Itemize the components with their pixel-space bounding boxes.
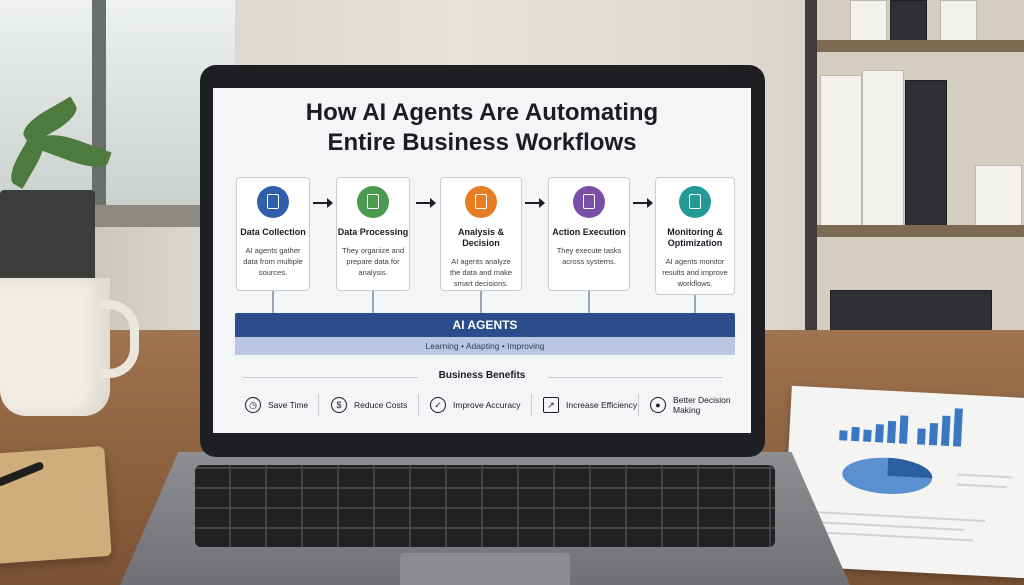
document-icon — [257, 186, 289, 218]
coffee-mug — [0, 278, 110, 416]
step-title: Monitoring & Optimization — [667, 227, 723, 248]
benefit-label: Reduce Costs — [354, 400, 408, 410]
connector-line — [480, 291, 482, 313]
binder — [905, 80, 947, 227]
benefit-label: Increase Efficiency — [566, 400, 638, 410]
trackpad — [400, 553, 570, 585]
connector-line — [694, 295, 696, 313]
step-monitoring-optimization: Monitoring & Optimization AI agents moni… — [655, 177, 735, 295]
step-title: Action Execution — [552, 227, 626, 237]
benefit-save-time: ◷ Save Time — [245, 394, 308, 416]
growth-icon: ↗ — [543, 397, 559, 413]
report-paper — [782, 385, 1024, 579]
shelf-board — [805, 225, 1024, 237]
divider-line — [243, 377, 418, 378]
clock-icon: ◷ — [245, 397, 261, 413]
plant-pot — [0, 190, 95, 285]
step-title: Data Collection — [240, 227, 306, 237]
benefit-separator — [531, 394, 532, 416]
ai-agents-band: AI AGENTS — [235, 313, 735, 337]
step-action-execution: Action Execution They execute tasks acro… — [548, 177, 630, 291]
flow-arrow — [525, 198, 545, 208]
bar-chart-icon — [465, 186, 497, 218]
step-data-collection: Data Collection AI agents gather data fr… — [236, 177, 310, 291]
window-frame — [92, 0, 106, 215]
mug-handle — [100, 300, 139, 378]
divider-line — [548, 377, 723, 378]
processing-icon — [357, 186, 389, 218]
benefit-reduce-costs: $ Reduce Costs — [331, 394, 407, 416]
connector-line — [588, 291, 590, 313]
dollar-icon: $ — [331, 397, 347, 413]
binder — [940, 0, 977, 42]
page-title: How AI Agents Are Automating Entire Busi… — [213, 98, 751, 158]
binder — [975, 165, 1022, 227]
flow-arrow — [416, 198, 436, 208]
benefit-better-decision-making: ● Better Decision Making — [650, 394, 735, 416]
paper-bar-chart — [839, 408, 963, 447]
benefit-separator — [318, 394, 319, 416]
title-line-2: Entire Business Workflows — [327, 129, 637, 156]
window — [0, 0, 235, 215]
binder — [862, 70, 904, 227]
paper-text-lines — [814, 473, 1013, 542]
step-analysis-decision: Analysis & Decision AI agents analyze th… — [440, 177, 522, 291]
check-icon: ✓ — [430, 397, 446, 413]
ai-agents-subtitle: Learning • Adapting • Improving — [235, 337, 735, 355]
person-icon: ● — [650, 397, 666, 413]
benefit-increase-efficiency: ↗ Increase Efficiency — [543, 394, 637, 416]
binder — [890, 0, 927, 42]
flow-arrow — [633, 198, 653, 208]
benefits-title: Business Benefits — [438, 370, 526, 381]
step-title: Data Processing — [337, 227, 409, 237]
step-description: AI agents gather data from multiple sour… — [243, 246, 303, 277]
storage-box — [830, 290, 992, 332]
shelf-board — [805, 40, 1024, 52]
line-chart-icon — [679, 186, 711, 218]
notebook — [0, 446, 112, 564]
report-charts — [814, 408, 1013, 542]
binder — [820, 75, 862, 227]
paper-pie-chart — [842, 457, 933, 494]
step-description: AI agents analyze the data and make smar… — [449, 257, 513, 288]
step-description: They organize and prepare data for analy… — [341, 246, 405, 277]
flow-arrow — [313, 198, 333, 208]
shelf-post — [805, 0, 817, 330]
step-title: Analysis & Decision — [457, 227, 505, 248]
benefit-label: Improve Accuracy — [453, 400, 521, 410]
benefit-label: Better Decision Making — [673, 395, 731, 415]
benefit-improve-accuracy: ✓ Improve Accuracy — [430, 394, 521, 416]
gear-icon — [573, 186, 605, 218]
step-description: They execute tasks across systems. — [556, 246, 622, 266]
connector-line — [372, 291, 374, 313]
benefit-separator — [638, 394, 639, 416]
benefit-separator — [418, 394, 419, 416]
benefit-label: Save Time — [268, 400, 309, 410]
step-description: AI agents monitor results and improve wo… — [662, 257, 728, 288]
keyboard — [195, 465, 775, 547]
step-data-processing: Data Processing They organize and prepar… — [336, 177, 410, 291]
connector-line — [272, 291, 274, 313]
binder — [850, 0, 887, 42]
title-line-1: How AI Agents Are Automating — [305, 99, 659, 126]
laptop-screen: How AI Agents Are Automating Entire Busi… — [213, 88, 751, 433]
